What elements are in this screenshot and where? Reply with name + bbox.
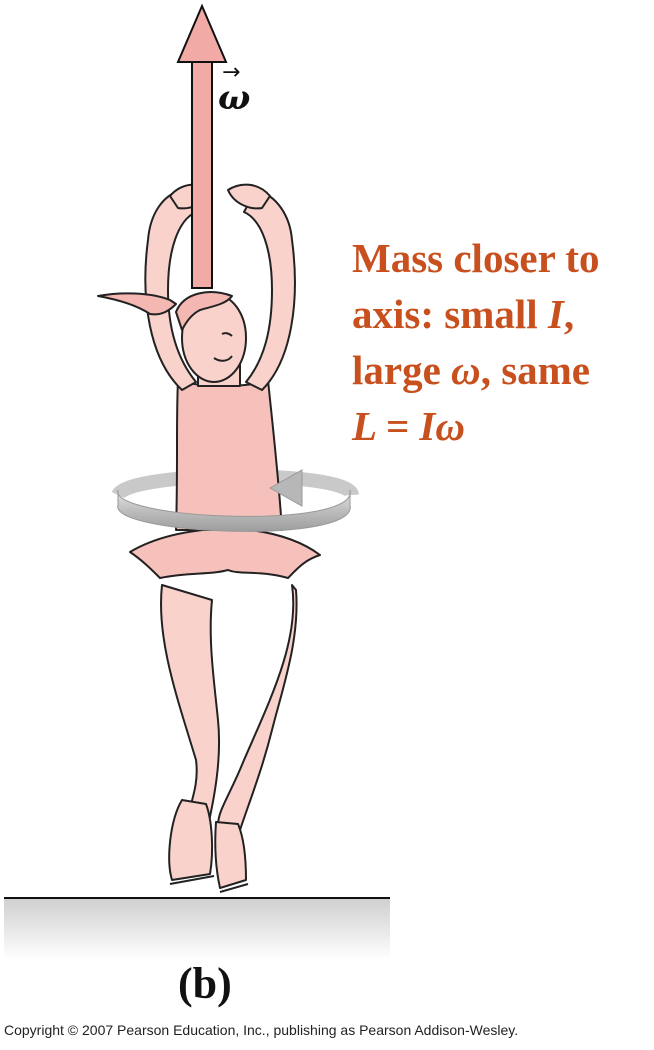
caption-line-2-var: I [547,291,564,337]
caption-line-3-post: , same [480,347,591,393]
ice-surface [4,897,390,960]
angular-velocity-arrow [176,3,228,289]
copyright-notice: Copyright © 2007 Pearson Education, Inc.… [4,1022,519,1038]
caption-line-4: L = Iω [352,398,652,454]
panel-label: (b) [178,959,232,1008]
omega-vector-accent: → [222,60,241,85]
caption-line-2: axis: small I, [352,286,652,342]
caption-text: Mass closer to axis: small I, large ω, s… [352,230,652,454]
omega-vector-label: ω [218,78,251,118]
caption-line-2-post: , [563,291,575,337]
caption-line-3-var: ω [451,347,481,393]
rotation-arrowhead [268,469,303,507]
caption-line-4-eq: L = Iω [352,403,465,449]
rotation-ring-front [117,489,351,532]
skater-figure [97,183,321,893]
caption-line-3: large ω, same [352,342,652,398]
caption-line-1: Mass closer to [352,235,600,281]
caption-line-3-pre: large [352,347,452,393]
caption-line-2-pre: axis: small [352,291,548,337]
